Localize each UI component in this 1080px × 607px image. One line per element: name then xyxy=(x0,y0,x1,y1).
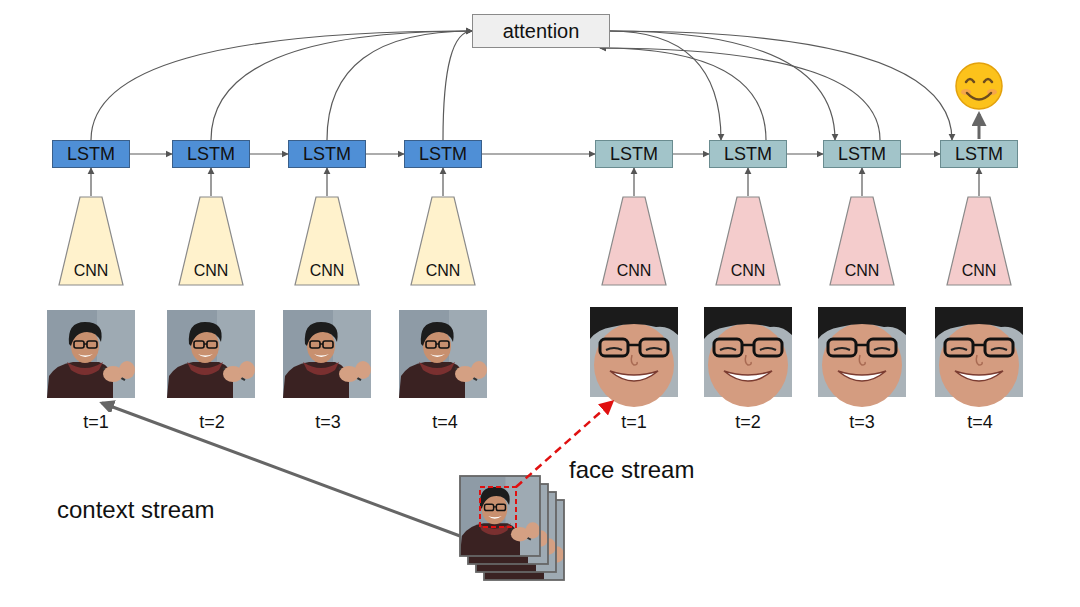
connector xyxy=(130,153,172,154)
connector xyxy=(901,153,940,154)
lstm-cell: LSTM xyxy=(595,140,673,168)
lstm-cell: LSTM xyxy=(288,140,366,168)
cnn-encoder: CNN xyxy=(715,196,781,286)
cnn-encoder: CNN xyxy=(294,196,360,286)
trapezoid-shape xyxy=(411,197,475,285)
connector xyxy=(610,31,952,140)
context-frame xyxy=(399,310,487,398)
connector xyxy=(747,168,748,196)
node-label: LSTM xyxy=(838,144,886,165)
connector xyxy=(366,153,404,154)
node-label: CNN xyxy=(962,262,997,280)
lstm-cell: LSTM xyxy=(172,140,250,168)
connector xyxy=(443,31,472,140)
time-step-label: t=1 xyxy=(619,412,649,433)
lstm-cell: LSTM xyxy=(709,140,787,168)
cnn-encoder: CNN xyxy=(58,196,124,286)
node-label: LSTM xyxy=(419,144,467,165)
trapezoid-shape xyxy=(716,197,780,285)
node-label: CNN xyxy=(731,262,766,280)
trapezoid-shape xyxy=(947,197,1011,285)
connector xyxy=(210,168,211,196)
node-label: LSTM xyxy=(955,144,1003,165)
connector xyxy=(787,153,823,154)
cnn-encoder: CNN xyxy=(829,196,895,286)
node-label: CNN xyxy=(74,262,109,280)
node-label: CNN xyxy=(845,262,880,280)
cnn-encoder: CNN xyxy=(178,196,244,286)
connector xyxy=(978,168,979,196)
time-step-label: t=1 xyxy=(81,412,111,433)
connector xyxy=(211,31,472,140)
stream-label: face stream xyxy=(567,456,696,484)
trapezoid-shape xyxy=(295,197,359,285)
connector xyxy=(91,31,472,140)
time-step-label: t=4 xyxy=(965,412,995,433)
connector xyxy=(482,153,595,154)
face-frame xyxy=(590,307,678,407)
connector xyxy=(250,153,288,154)
cnn-encoder: CNN xyxy=(410,196,476,286)
node-label: attention xyxy=(503,20,580,43)
connector xyxy=(442,168,443,196)
node-label: LSTM xyxy=(187,144,235,165)
node-label: LSTM xyxy=(303,144,351,165)
connector xyxy=(90,168,91,196)
node-label: CNN xyxy=(310,262,345,280)
connector xyxy=(610,31,721,140)
node-label: CNN xyxy=(426,262,461,280)
connector xyxy=(610,31,835,140)
lstm-cell: LSTM xyxy=(940,140,1018,168)
smile-emoji xyxy=(956,63,1002,109)
cnn-encoder: CNN xyxy=(946,196,1012,286)
node-label: LSTM xyxy=(67,144,115,165)
lstm-cell: LSTM xyxy=(823,140,901,168)
connector xyxy=(600,48,880,140)
connector xyxy=(600,48,766,140)
context-frame xyxy=(167,310,255,398)
cnn-encoder: CNN xyxy=(601,196,667,286)
trapezoid-shape xyxy=(602,197,666,285)
connector xyxy=(327,31,472,140)
face-crop-box xyxy=(480,487,516,527)
lstm-cell: LSTM xyxy=(52,140,130,168)
time-step-label: t=4 xyxy=(430,412,460,433)
node-label: CNN xyxy=(617,262,652,280)
connector xyxy=(326,168,327,196)
time-step-label: t=3 xyxy=(847,412,877,433)
connector xyxy=(633,168,634,196)
node-label: LSTM xyxy=(724,144,772,165)
attention-box: attention xyxy=(472,14,610,48)
time-step-label: t=2 xyxy=(197,412,227,433)
lstm-cell: LSTM xyxy=(404,140,482,168)
face-frame xyxy=(818,307,906,407)
context-frame xyxy=(47,310,135,398)
node-label: CNN xyxy=(194,262,229,280)
trapezoid-shape xyxy=(830,197,894,285)
node-label: LSTM xyxy=(610,144,658,165)
output-arrow xyxy=(978,114,981,139)
time-step-label: t=3 xyxy=(313,412,343,433)
face-frame xyxy=(704,307,792,407)
stream-label: context stream xyxy=(55,496,216,524)
connector xyxy=(673,153,709,154)
time-step-label: t=2 xyxy=(733,412,763,433)
face-frame xyxy=(935,307,1023,407)
context-frame xyxy=(283,310,371,398)
connector xyxy=(861,168,862,196)
trapezoid-shape xyxy=(179,197,243,285)
trapezoid-shape xyxy=(59,197,123,285)
stacked-frame xyxy=(460,476,540,556)
